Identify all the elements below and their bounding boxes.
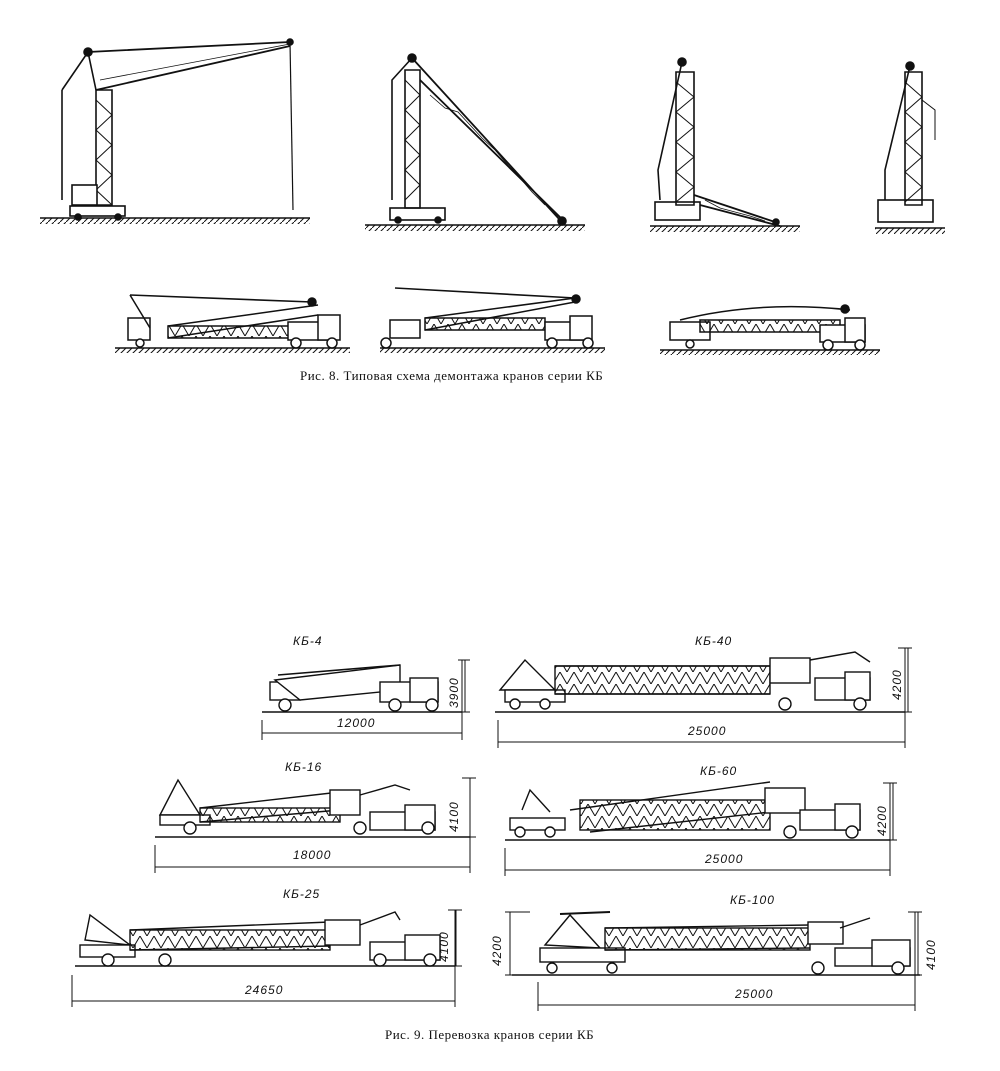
fig9-kb40-drawing [495, 651, 905, 713]
fig9-kb4-height: 3900 [447, 677, 461, 708]
fig9-kb16-length: 18000 [293, 848, 332, 862]
fig9-kb16-drawing [155, 778, 470, 838]
fig9-kb100-height: 4100 [924, 939, 938, 970]
fig9-kb25-dims [71, 909, 462, 1007]
fig9-kb40-dims [497, 647, 912, 748]
fig9-kb60-height: 4200 [875, 805, 889, 836]
fig9-kb25-label: КБ-25 [283, 887, 321, 901]
fig9-kb16-height: 4100 [447, 801, 461, 832]
fig9-kb60-drawing [505, 781, 890, 841]
fig8-transport-2 [380, 287, 605, 353]
fig9-kb40-label: КБ-40 [695, 634, 733, 648]
fig9-kb100-dims [505, 911, 922, 1011]
fig9-kb4-label: КБ-4 [293, 634, 323, 648]
fig9-kb4-length: 12000 [337, 716, 376, 730]
fig9-kb100-length: 25000 [735, 987, 774, 1001]
fig9-kb25-drawing [75, 911, 455, 967]
fig9-kb60-label: КБ-60 [700, 764, 738, 778]
fig9-kb16-label: КБ-16 [285, 760, 323, 774]
fig9-kb60-dims [504, 782, 897, 876]
fig8-crane-3 [650, 57, 800, 232]
fig9-caption: Рис. 9. Перевозка кранов серии КБ [385, 1027, 595, 1042]
fig9-kb100-drawing [512, 911, 920, 976]
fig9-kb40-length: 25000 [688, 724, 727, 738]
fig8-transport-3 [660, 304, 880, 355]
fig8-caption: Рис. 8. Типовая схема демонтажа кранов с… [300, 368, 604, 383]
fig9-kb25-height: 4100 [437, 931, 451, 962]
fig9-kb100-label: КБ-100 [730, 893, 775, 907]
fig9-kb100-height-left: 4200 [490, 935, 504, 966]
fig8-crane-2 [365, 53, 585, 231]
fig9-kb40-height: 4200 [890, 669, 904, 700]
fig9-kb4-drawing [262, 664, 462, 713]
fig9-kb4-dims [261, 659, 470, 740]
fig8-transport-1 [115, 294, 350, 353]
fig8-crane-4 [875, 61, 945, 234]
fig9-kb60-length: 25000 [705, 852, 744, 866]
fig9-kb25-length: 24650 [245, 983, 284, 997]
fig9-kb16-dims [154, 777, 476, 873]
fig8-crane-1 [40, 38, 310, 224]
